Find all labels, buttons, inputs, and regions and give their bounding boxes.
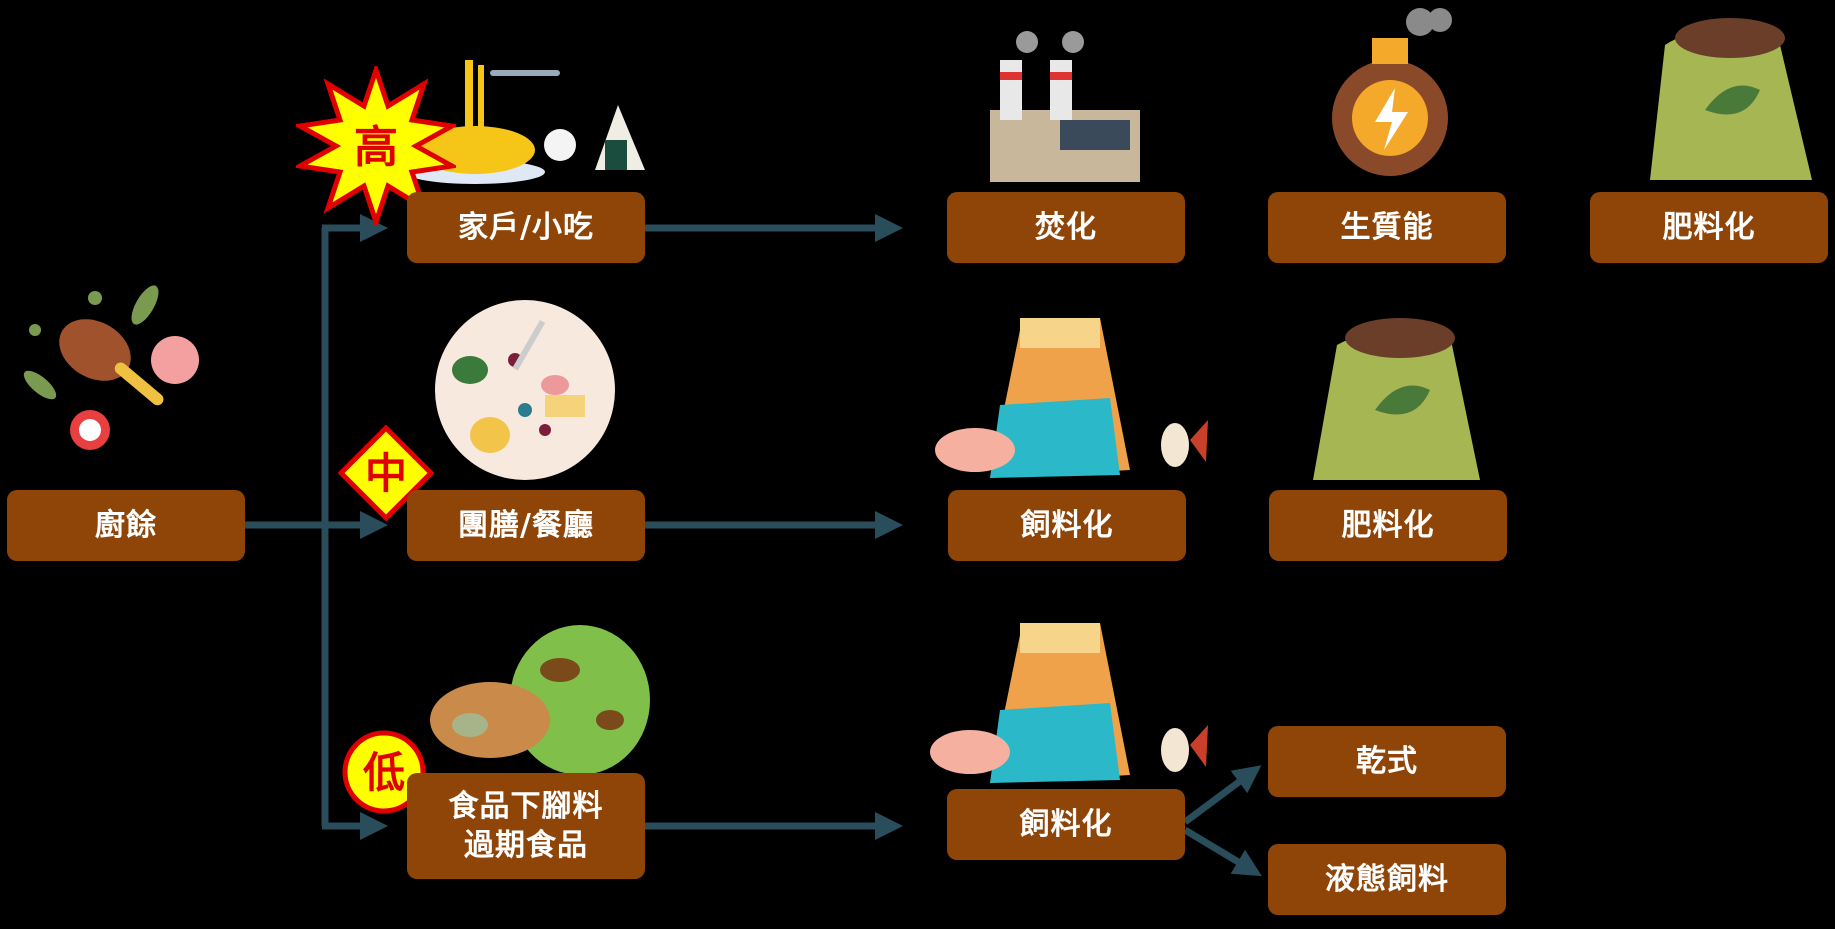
category-box-household: 家戶/小吃 (407, 192, 645, 263)
category-label: 團膳/餐廳 (458, 508, 594, 543)
feed-type-box-dry: 乾式 (1268, 726, 1506, 797)
fertilizer-bag-icon (1650, 18, 1812, 180)
feed-bag-icon (930, 623, 1208, 783)
feed-type-label: 液態飼料 (1325, 862, 1449, 897)
category-box-food-byproducts: 食品下腳料 過期食品 (407, 773, 645, 879)
outcome-box-feed: 飼料化 (947, 789, 1185, 860)
outcome-label: 生質能 (1340, 210, 1434, 245)
outcome-box-fertilizer: 肥料化 (1269, 490, 1507, 561)
outcome-box-feed: 飼料化 (948, 490, 1186, 561)
platter-icon (435, 300, 615, 480)
category-label: 食品下腳料 過期食品 (448, 789, 604, 863)
food-scraps-icon (23, 285, 199, 450)
level-low-text: 低 (363, 748, 405, 797)
outcome-label: 焚化 (1035, 210, 1097, 245)
fertilizer-bag-icon (1313, 318, 1480, 480)
feed-type-box-liquid: 液態飼料 (1268, 844, 1506, 915)
level-medium-text: 中 (365, 449, 407, 498)
outcome-label: 肥料化 (1341, 508, 1435, 543)
expired-food-icon (430, 625, 650, 775)
outcome-label: 肥料化 (1662, 210, 1756, 245)
level-high-text: 高 (354, 122, 398, 173)
factory-icon (990, 31, 1140, 182)
source-box: 廚餘 (7, 490, 245, 561)
bioenergy-icon (1332, 8, 1452, 176)
feed-bag-icon (935, 318, 1208, 478)
outcome-label: 飼料化 (1020, 508, 1114, 543)
low-circle-badge: 低 (342, 730, 426, 814)
source-label: 廚餘 (95, 508, 157, 543)
high-burst-badge: 高 (296, 66, 456, 226)
outcome-label: 飼料化 (1019, 807, 1113, 842)
category-label: 家戶/小吃 (458, 210, 594, 245)
category-box-catering: 團膳/餐廳 (407, 490, 645, 561)
outcome-box-fertilizer: 肥料化 (1590, 192, 1828, 263)
outcome-box-incineration: 焚化 (947, 192, 1185, 263)
feed-type-label: 乾式 (1356, 744, 1418, 779)
outcome-box-bioenergy: 生質能 (1268, 192, 1506, 263)
